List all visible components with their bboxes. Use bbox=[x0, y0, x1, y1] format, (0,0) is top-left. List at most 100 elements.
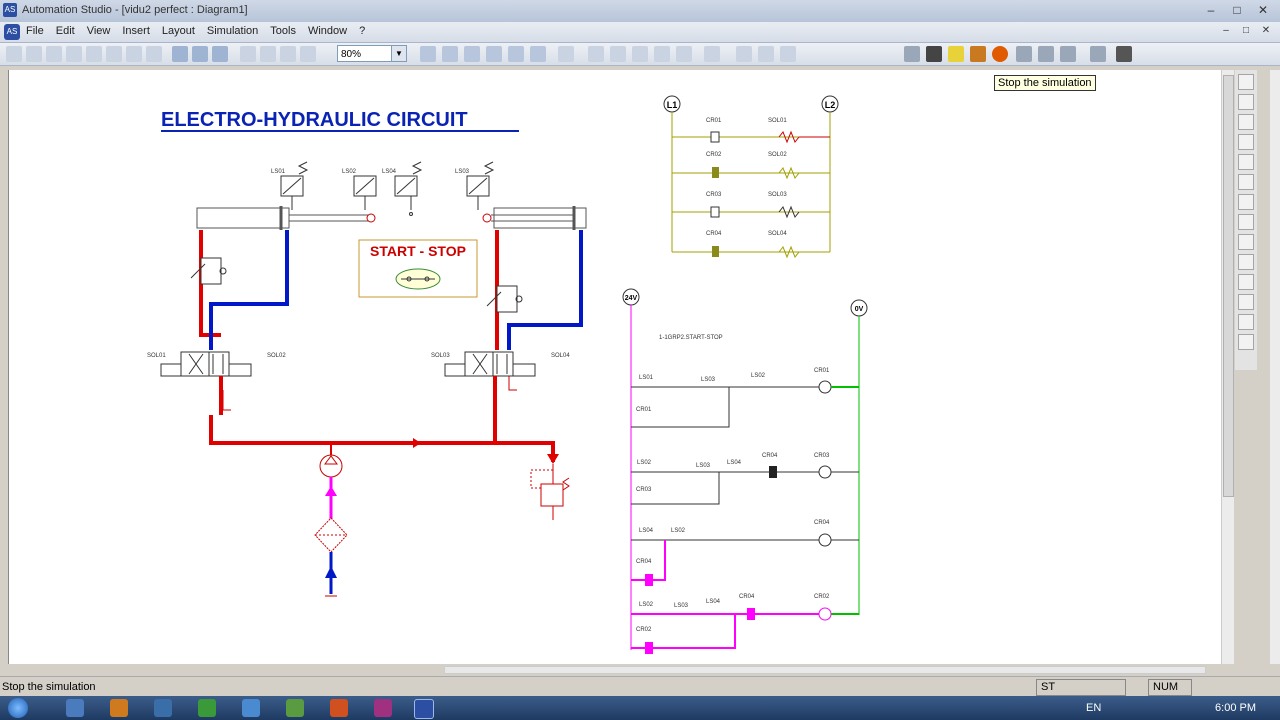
minimize-button[interactable]: – bbox=[1207, 3, 1215, 17]
stop-simulation-icon[interactable] bbox=[992, 46, 1008, 62]
align-icon[interactable] bbox=[588, 46, 604, 62]
new-icon[interactable] bbox=[6, 46, 22, 62]
library-tool-icon[interactable] bbox=[1238, 114, 1254, 130]
paste-icon[interactable] bbox=[106, 46, 122, 62]
preview-icon[interactable] bbox=[192, 46, 208, 62]
zoom-out-icon[interactable] bbox=[442, 46, 458, 62]
zoom-fit-icon[interactable] bbox=[486, 46, 502, 62]
rewind-icon[interactable] bbox=[1016, 46, 1032, 62]
properties-icon[interactable] bbox=[212, 46, 228, 62]
document-icon[interactable]: AS bbox=[4, 24, 20, 40]
print-icon[interactable] bbox=[172, 46, 188, 62]
automation-studio-icon[interactable] bbox=[414, 699, 434, 719]
cylinder-1[interactable] bbox=[196, 206, 376, 230]
zoom-previous-icon[interactable] bbox=[530, 46, 546, 62]
zoom-window-icon[interactable] bbox=[464, 46, 480, 62]
library-tool-icon[interactable] bbox=[1238, 214, 1254, 230]
directional-valve-2[interactable]: SOL03 SOL04 bbox=[431, 351, 570, 391]
monitor-icon[interactable] bbox=[1116, 46, 1132, 62]
start-button[interactable] bbox=[8, 698, 28, 718]
recorder-icon[interactable] bbox=[374, 699, 392, 717]
library-tool-icon[interactable] bbox=[1238, 334, 1254, 350]
clock[interactable]: 6:00 PM bbox=[1215, 702, 1256, 714]
limit-switch-ls01[interactable]: LS01 bbox=[271, 161, 309, 210]
zoom-select[interactable]: 80% ▼ bbox=[337, 45, 407, 62]
library-tool-icon[interactable] bbox=[1238, 74, 1254, 90]
language-indicator[interactable]: EN bbox=[1086, 702, 1102, 714]
flip-icon[interactable] bbox=[676, 46, 692, 62]
step-icon[interactable] bbox=[948, 46, 964, 62]
panel-scrollbar[interactable] bbox=[1270, 70, 1280, 664]
tools-icon[interactable] bbox=[154, 699, 172, 717]
explorer-icon[interactable] bbox=[66, 699, 84, 717]
library-tool-icon[interactable] bbox=[1238, 314, 1254, 330]
media-icon[interactable] bbox=[110, 699, 128, 717]
app-icon[interactable] bbox=[286, 699, 304, 717]
cylinder-2[interactable] bbox=[482, 206, 587, 230]
library-tool-icon[interactable] bbox=[1238, 294, 1254, 310]
copy-icon[interactable] bbox=[86, 46, 102, 62]
save-icon[interactable] bbox=[46, 46, 62, 62]
horizontal-scrollbar[interactable] bbox=[444, 666, 1206, 674]
menu-edit[interactable]: Edit bbox=[55, 25, 75, 37]
library-tool-icon[interactable] bbox=[1238, 254, 1254, 270]
menu-window[interactable]: Window bbox=[307, 25, 348, 37]
open-icon[interactable] bbox=[26, 46, 42, 62]
directional-valve-1[interactable]: SOL01 SOL02 bbox=[147, 351, 286, 415]
measure-icon[interactable] bbox=[1038, 46, 1054, 62]
menu-help[interactable]: ? bbox=[359, 25, 366, 37]
zoom-page-icon[interactable] bbox=[508, 46, 524, 62]
relief-valve[interactable] bbox=[530, 454, 570, 520]
text-icon[interactable] bbox=[758, 46, 774, 62]
library-tool-icon[interactable] bbox=[1238, 274, 1254, 290]
link-icon[interactable] bbox=[300, 46, 316, 62]
close-button[interactable]: ✕ bbox=[1257, 3, 1269, 17]
flow-control-2[interactable] bbox=[486, 285, 523, 313]
scroll-thumb[interactable] bbox=[1223, 75, 1234, 497]
library-tool-icon[interactable] bbox=[1238, 234, 1254, 250]
diagram-canvas[interactable]: ELECTRO-HYDRAULIC CIRCUIT LS01 LS02 LS04 bbox=[8, 70, 1221, 664]
menu-simulation[interactable]: Simulation bbox=[206, 25, 259, 37]
redo-icon[interactable] bbox=[146, 46, 162, 62]
ie-icon[interactable] bbox=[242, 699, 260, 717]
limit-switch-ls02[interactable]: LS02 bbox=[342, 169, 377, 210]
rotate-icon[interactable] bbox=[654, 46, 670, 62]
library-tool-icon[interactable] bbox=[1238, 194, 1254, 210]
limit-switch-ls04[interactable]: LS04 bbox=[382, 161, 423, 216]
layer-icon[interactable] bbox=[280, 46, 296, 62]
plot-icon[interactable] bbox=[1060, 46, 1076, 62]
menu-view[interactable]: View bbox=[86, 25, 111, 37]
chrome-icon[interactable] bbox=[198, 699, 216, 717]
menu-tools[interactable]: Tools bbox=[270, 25, 296, 37]
library-tool-icon[interactable] bbox=[1238, 134, 1254, 150]
library-tool-icon[interactable] bbox=[1238, 174, 1254, 190]
pan-icon[interactable] bbox=[558, 46, 574, 62]
start-stop-button[interactable]: START - STOP bbox=[358, 239, 478, 298]
menu-layout[interactable]: Layout bbox=[161, 25, 195, 37]
line-icon[interactable] bbox=[736, 46, 752, 62]
snap-icon[interactable] bbox=[260, 46, 276, 62]
normal-simulation-icon[interactable] bbox=[904, 46, 920, 62]
grid-icon[interactable] bbox=[240, 46, 256, 62]
chevron-down-icon[interactable]: ▼ bbox=[391, 46, 406, 61]
firefox-icon[interactable] bbox=[330, 699, 348, 717]
flow-control-1[interactable] bbox=[190, 257, 227, 285]
undo-icon[interactable] bbox=[126, 46, 142, 62]
slow-motion-icon[interactable] bbox=[970, 46, 986, 62]
group-icon[interactable] bbox=[610, 46, 626, 62]
mdi-minimize-button[interactable]: – bbox=[1223, 25, 1229, 36]
mdi-close-button[interactable]: ✕ bbox=[1261, 25, 1271, 36]
limit-switch-ls03[interactable]: LS03 bbox=[455, 161, 495, 210]
mdi-restore-button[interactable]: □ bbox=[1242, 25, 1250, 36]
cut-icon[interactable] bbox=[66, 46, 82, 62]
shape-icon[interactable] bbox=[780, 46, 796, 62]
zoom-in-icon[interactable] bbox=[420, 46, 436, 62]
pump[interactable] bbox=[319, 454, 343, 520]
vertical-scrollbar[interactable] bbox=[1221, 70, 1234, 664]
ungroup-icon[interactable] bbox=[632, 46, 648, 62]
library-tool-icon[interactable] bbox=[1238, 94, 1254, 110]
maximize-button[interactable]: □ bbox=[1233, 3, 1241, 17]
library-tool-icon[interactable] bbox=[1238, 154, 1254, 170]
help-icon[interactable] bbox=[1090, 46, 1106, 62]
bring-front-icon[interactable] bbox=[704, 46, 720, 62]
